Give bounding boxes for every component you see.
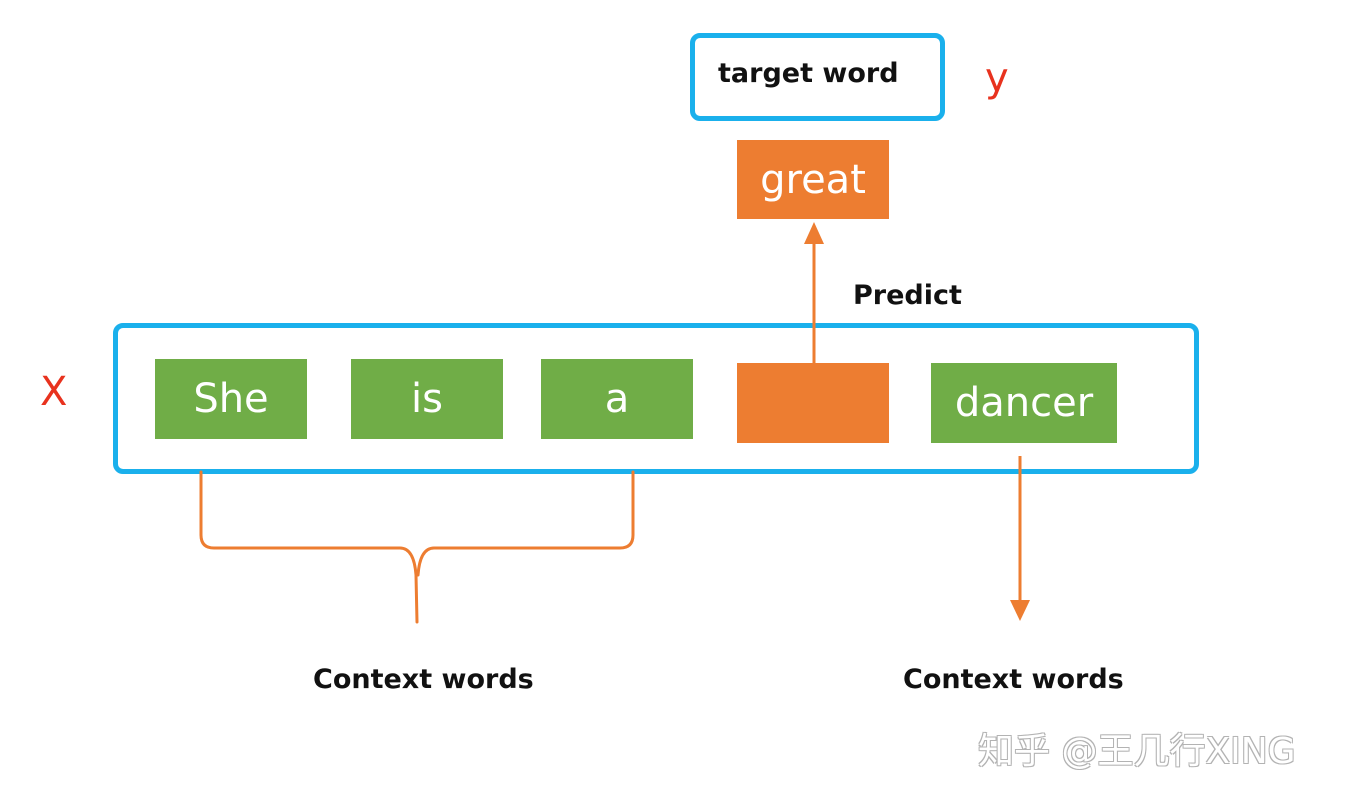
context-words-label-right: Context words	[903, 664, 1124, 695]
token-a: a	[541, 359, 693, 439]
context-words-label-left: Context words	[313, 664, 534, 695]
target-word-box	[690, 33, 945, 121]
predict-label: Predict	[853, 280, 962, 311]
token-she: She	[155, 359, 307, 439]
input-sequence-box	[113, 323, 1199, 474]
token-is: is	[351, 359, 503, 439]
dancer-arrowhead-icon	[1010, 600, 1030, 621]
token-masked-target	[737, 363, 889, 443]
predicted-word-great: great	[737, 140, 889, 219]
target-word-label: target word	[718, 58, 899, 89]
y-variable-label: y	[985, 55, 1009, 101]
x-variable-label: X	[40, 369, 68, 415]
watermark-text: 知乎 @王几行XING	[978, 731, 1296, 772]
token-dancer: dancer	[931, 363, 1117, 443]
predict-arrowhead-icon	[804, 222, 824, 244]
context-brace-icon	[199, 470, 635, 624]
